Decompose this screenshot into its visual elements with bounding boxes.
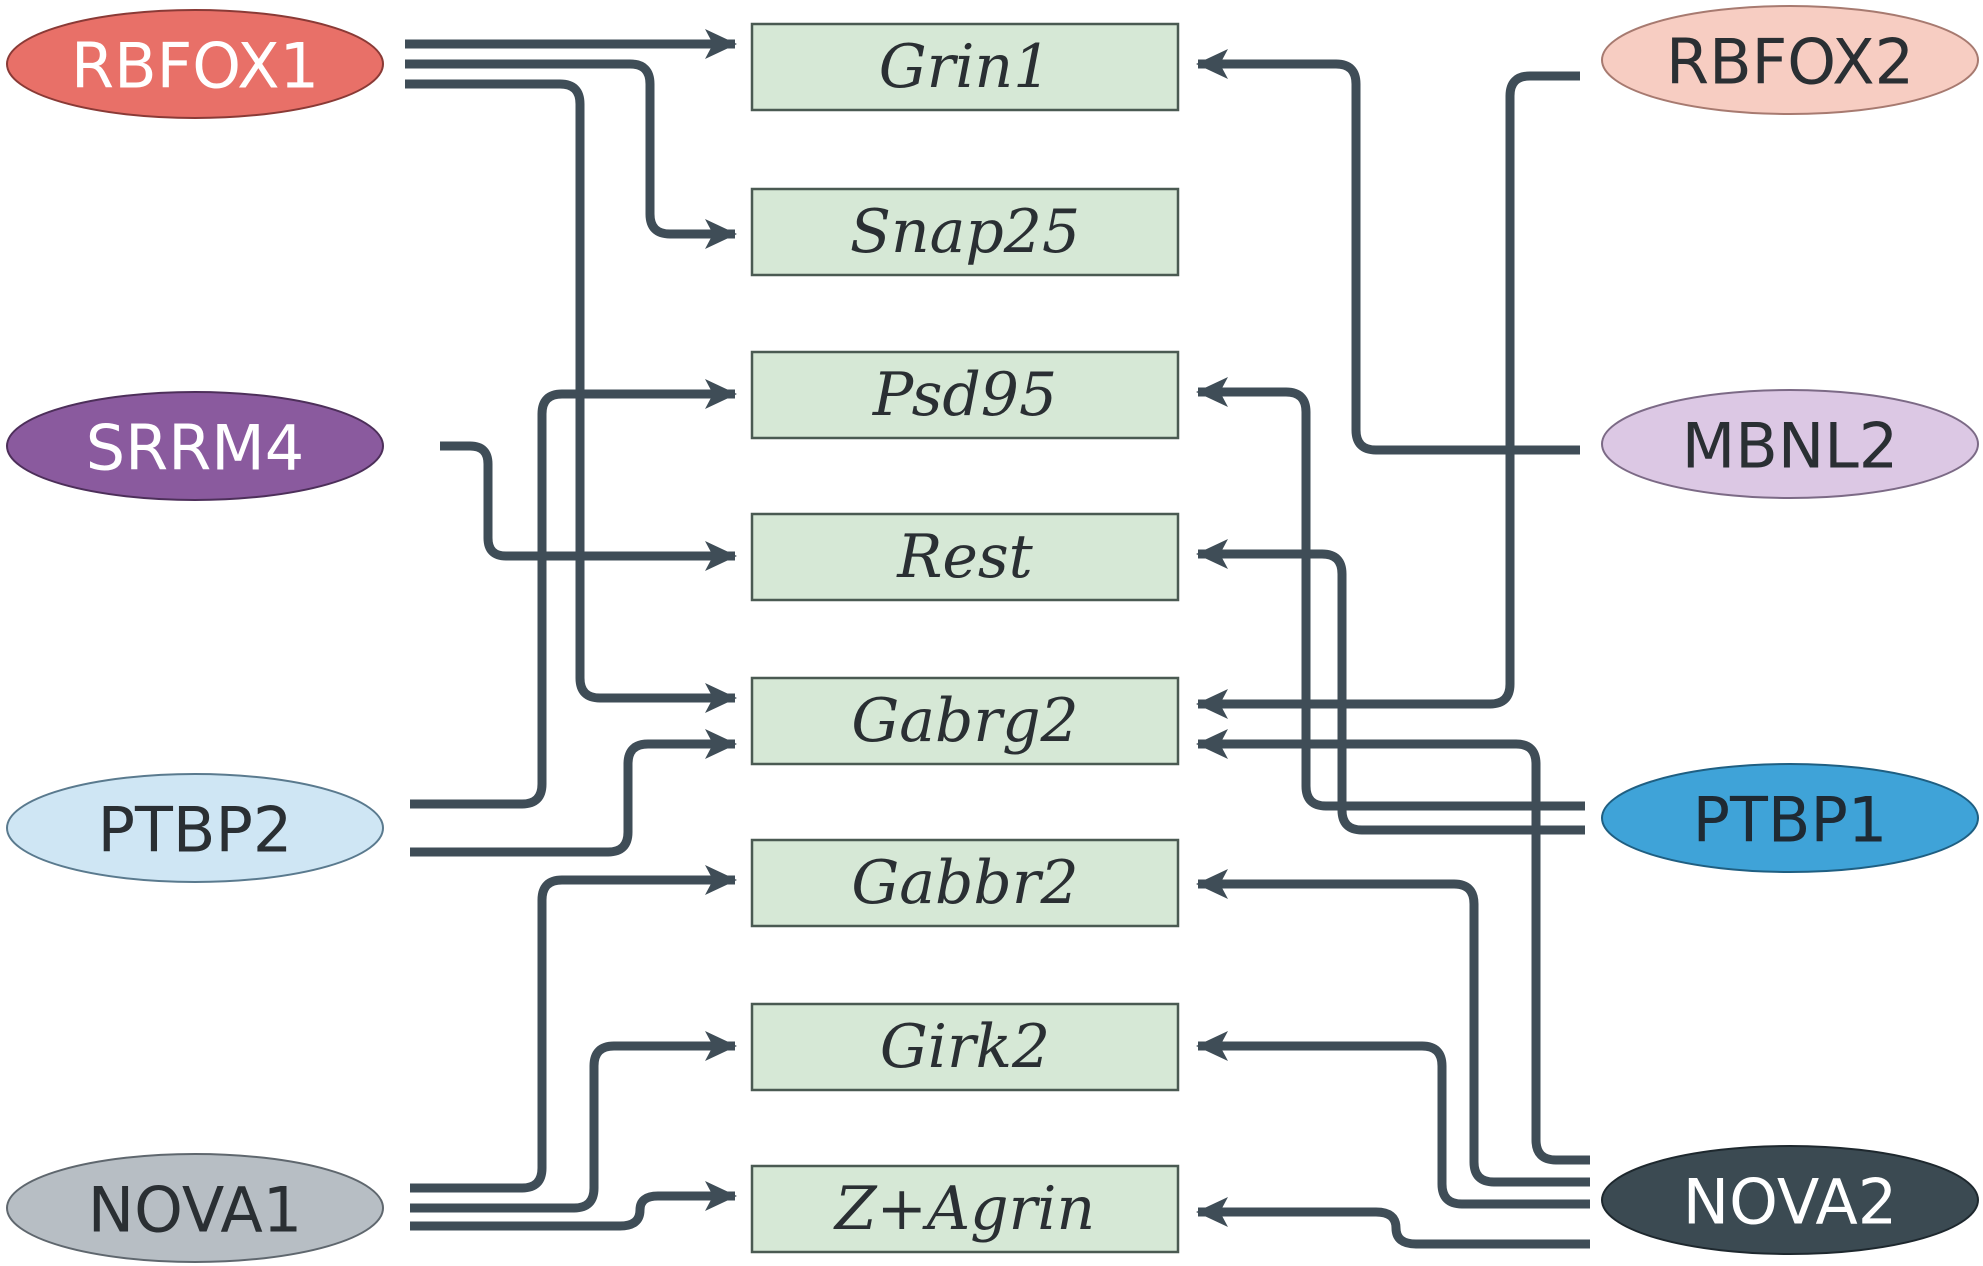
regulator-shape-nova1 (6, 1153, 384, 1263)
edge-nova2-gabbr2 (1196, 869, 1590, 1187)
edge-nova1-girk2 (410, 1031, 737, 1213)
target-label-zagrin: Z+Agrin (833, 1174, 1095, 1244)
regulators-left: RBFOX1 SRRM4 PTBP2 NOVA1 (6, 9, 384, 1263)
regulator-shape-nova2 (1601, 1145, 1979, 1255)
target-zagrin: Z+Agrin (750, 1164, 1180, 1254)
edge-ptbp1-rest (1196, 539, 1585, 835)
regulator-rbfox2: RBFOX2 (1601, 5, 1979, 115)
regulator-ptbp1: PTBP1 (1601, 763, 1979, 873)
regulator-mbnl2: MBNL2 (1601, 389, 1979, 499)
regulator-srrm4: SRRM4 (6, 391, 384, 501)
target-label-rest: Rest (896, 522, 1033, 592)
target-grin1: Grin1 (750, 22, 1180, 112)
edge-ptbp1-psd95 (1196, 377, 1585, 811)
regulator-ptbp2: PTBP2 (6, 773, 384, 883)
target-label-psd95: Psd95 (872, 360, 1057, 430)
target-rest: Rest (750, 512, 1180, 602)
edge-ptbp2-psd95 (410, 379, 737, 809)
target-snap25: Snap25 (750, 187, 1180, 277)
edge-nova1-gabbr2 (410, 865, 737, 1193)
edge-mbnl2-grin1 (1196, 49, 1580, 455)
regulator-shape-rbfox1 (6, 9, 384, 119)
edge-nova2-gabrg2 (1196, 729, 1590, 1165)
target-label-girk2: Girk2 (880, 1012, 1050, 1082)
regulator-label-srrm4: SRRM4 (86, 412, 304, 485)
target-label-grin1: Grin1 (879, 32, 1052, 102)
edge-srrm4-rest (440, 441, 737, 571)
regulator-label-rbfox1: RBFOX1 (71, 30, 319, 103)
regulators-right: RBFOX2 MBNL2 PTBP1 NOVA2 (1601, 5, 1979, 1255)
edge-nova1-zagrin (410, 1181, 737, 1231)
edge-nova2-zagrin (1196, 1197, 1590, 1249)
regulator-label-rbfox2: RBFOX2 (1666, 26, 1914, 99)
targets: Grin1 Snap25 Psd95 Rest Gabrg2 Gabbr2 Gi… (750, 22, 1180, 1254)
regulator-shape-ptbp1 (1601, 763, 1979, 873)
target-psd95: Psd95 (750, 350, 1180, 440)
edge-rbfox2-gabrg2 (1196, 71, 1580, 719)
edge-nova2-girk2 (1196, 1031, 1590, 1209)
target-label-gabbr2: Gabbr2 (851, 848, 1078, 918)
regulator-label-ptbp1: PTBP1 (1693, 784, 1888, 857)
target-gabrg2: Gabrg2 (750, 676, 1180, 766)
regulator-label-nova1: NOVA1 (88, 1174, 302, 1247)
target-label-snap25: Snap25 (850, 197, 1080, 267)
regulator-label-nova2: NOVA2 (1683, 1166, 1897, 1239)
regulator-shape-mbnl2 (1601, 389, 1979, 499)
regulator-shape-ptbp2 (6, 773, 384, 883)
target-gabbr2: Gabbr2 (750, 838, 1180, 928)
regulator-label-mbnl2: MBNL2 (1682, 410, 1898, 483)
edge-rbfox1-snap25 (405, 59, 737, 249)
target-girk2: Girk2 (750, 1002, 1180, 1092)
regulator-shape-rbfox2 (1601, 5, 1979, 115)
regulator-shape-srrm4 (6, 391, 384, 501)
regulator-label-ptbp2: PTBP2 (98, 794, 293, 867)
edge-ptbp2-gabrg2 (410, 729, 737, 857)
regulator-nova2: NOVA2 (1601, 1145, 1979, 1255)
edges (405, 29, 1590, 1249)
regulator-rbfox1: RBFOX1 (6, 9, 384, 119)
regulator-nova1: NOVA1 (6, 1153, 384, 1263)
target-label-gabrg2: Gabrg2 (851, 686, 1078, 756)
